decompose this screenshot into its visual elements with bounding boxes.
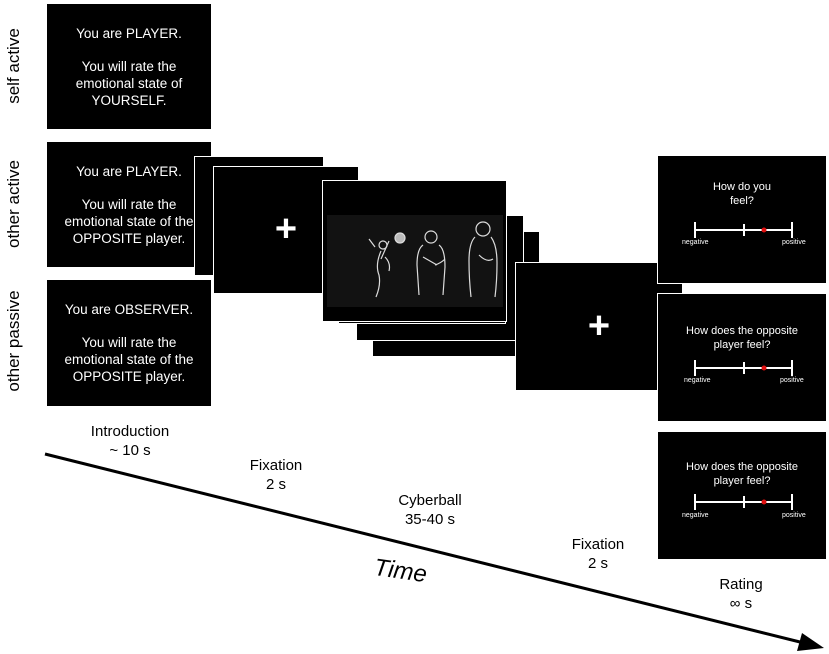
phase-caption-rating: Rating ∞ s [719,575,762,613]
rating-marker [761,499,767,505]
phase-name: Cyberball [398,492,462,509]
right-player [468,236,498,298]
phase-caption-cyberball: Cyberball 35-40 s [398,491,461,529]
ball [394,232,406,244]
cyberball-scene [327,215,503,307]
rating-screen-1: How do you feel? negative positive [657,155,827,284]
scale-high-label: positive [782,512,806,519]
rating-screen-2: How does the opposite player feel? negat… [657,293,827,422]
rating-question: How do you feel? [712,181,772,207]
fixation-cross: + [274,208,298,251]
fixation-screen-2: + [515,262,683,391]
rating-question: How does the opposite player feel? [686,325,798,351]
time-arrow-head [797,633,824,651]
rating-scale [694,222,793,238]
middle-player [416,244,446,296]
rating-scale [694,494,793,510]
intro-screen-other-passive: You are OBSERVER. You will rate the emot… [46,279,212,407]
rating-scale [694,360,793,376]
fixation-cross: + [587,304,611,347]
phase-duration: ∞ s [729,595,753,612]
intro-role-text: You are PLAYER. [76,163,182,179]
cyberball-screen [322,180,507,322]
intro-screen-self-active: You are PLAYER. You will rate the emotio… [46,3,212,130]
intro-screen-other-active: You are PLAYER. You will rate the emotio… [46,141,212,268]
rating-marker [761,365,767,371]
condition-label-other-active: other active [4,160,23,248]
phase-duration: 2 s [265,476,286,493]
phase-caption-fixation-1: Fixation 2 s [250,456,303,494]
condition-label-other-passive: other passive [4,290,23,392]
scale-low-label: negative [682,512,709,519]
scene-backdrop [327,215,503,307]
rating-marker [761,227,767,233]
time-axis-label: Time [372,554,429,589]
left-player [368,238,391,298]
phase-duration: ~ 10 s [109,442,151,459]
phase-caption-introduction: Introduction ~ 10 s [91,422,169,460]
scale-low-label: negative [682,239,709,246]
phase-name: Fixation [571,536,625,553]
phase-duration: 2 s [587,555,608,572]
scale-high-label: positive [782,239,806,246]
phase-name: Introduction [90,423,170,440]
phase-caption-fixation-2: Fixation 2 s [572,535,625,573]
phase-duration: 35-40 s [404,511,456,528]
intro-instruction-text: You will rate the emotional state of the… [64,196,194,246]
player-figures [368,221,498,298]
condition-label-self-active: self active [4,28,23,104]
intro-instruction-text: You will rate the emotional state of the… [64,335,194,384]
scale-high-label: positive [780,377,804,384]
intro-role-text: You are PLAYER. [76,25,182,41]
scale-low-label: negative [684,377,711,384]
intro-instruction-text: You will rate the emotional state of YOU… [75,58,183,108]
phase-name: Fixation [249,457,303,474]
phase-name: Rating [719,576,763,593]
rating-screen-3: How does the opposite player feel? negat… [657,431,827,560]
intro-role-text: You are OBSERVER. [64,302,194,317]
